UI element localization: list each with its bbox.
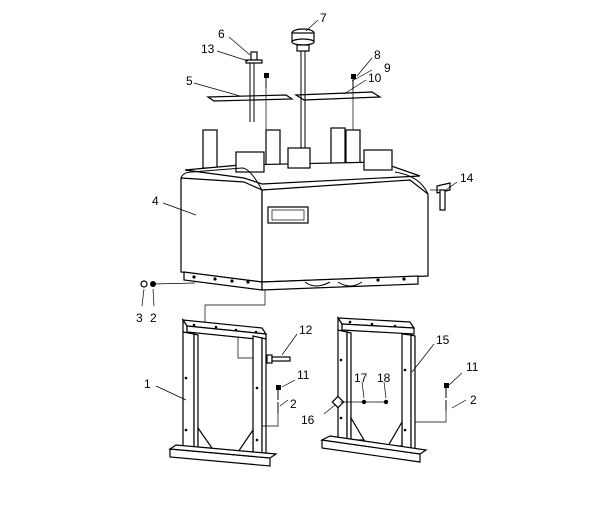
- callout-7: 7: [320, 11, 327, 25]
- callout-16: 16: [301, 413, 315, 427]
- stand-15: [320, 316, 428, 463]
- screw-8: [351, 74, 356, 130]
- callout-11a: 11: [297, 368, 310, 382]
- bracket-14: [430, 182, 451, 211]
- screw-11-left: [262, 385, 281, 427]
- callout-18: 18: [377, 371, 391, 385]
- screw-11-right: [415, 383, 449, 423]
- callout-1: 1: [144, 377, 151, 391]
- callout-labels: 1 2 2 2 3 4 5 6 7 8 9 10 11 11 12 13 14 …: [136, 11, 479, 427]
- callout-3: 3: [136, 311, 143, 325]
- callout-6: 6: [218, 27, 225, 41]
- callout-2c: 2: [470, 393, 477, 407]
- top-hardware: [206, 28, 382, 150]
- callout-14: 14: [460, 171, 474, 185]
- callout-4: 4: [152, 194, 159, 208]
- callout-11b: 11: [466, 360, 479, 374]
- callout-10: 10: [368, 71, 382, 85]
- housing-4: [180, 127, 429, 291]
- stand-1: [168, 318, 278, 467]
- washers: [140, 280, 196, 288]
- callout-9: 9: [384, 61, 391, 75]
- cap-7: [291, 28, 315, 150]
- callout-2a: 2: [150, 311, 157, 325]
- plate-10: [294, 91, 382, 101]
- long-bolt: [245, 51, 263, 122]
- callout-15: 15: [436, 333, 450, 347]
- callout-12: 12: [299, 323, 313, 337]
- callout-8: 8: [374, 48, 381, 62]
- bolt-12: [266, 354, 291, 364]
- callout-13: 13: [201, 42, 215, 56]
- callout-5: 5: [186, 74, 193, 88]
- screw-left: [264, 73, 269, 130]
- callout-17: 17: [354, 371, 368, 385]
- leader-lines: [141, 19, 467, 415]
- callout-2b: 2: [290, 397, 297, 411]
